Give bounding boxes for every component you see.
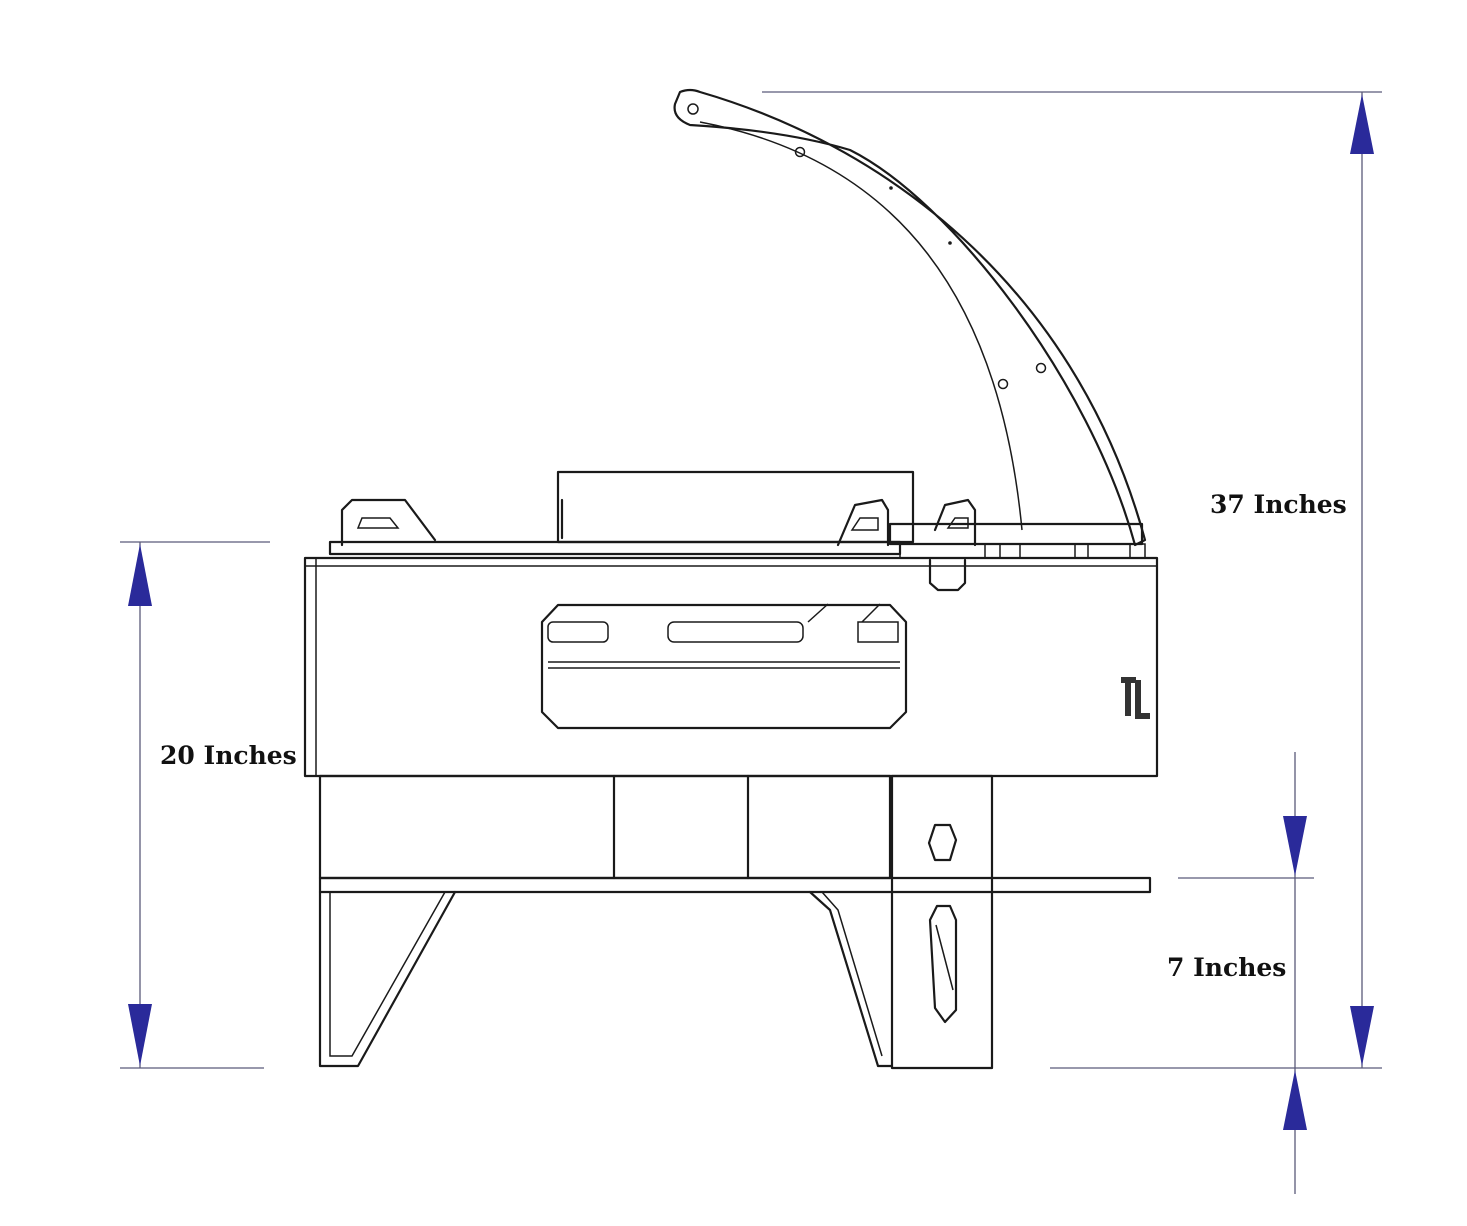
overall-height-label: 37 Inches [1210,490,1347,519]
leg-frame [318,774,1152,1070]
leg-height-label: 7 Inches [1167,953,1286,982]
arrow-down-icon [1283,816,1307,876]
arrow-up-icon [128,544,152,606]
arrow-down-icon [1350,1006,1374,1066]
body-height-label: 20 Inches [160,741,297,770]
arrow-up-icon [1350,94,1374,154]
top-grill [328,470,1146,559]
curved-arm [673,88,1147,547]
arrow-up-icon [1283,1070,1307,1130]
arrow-down-icon [128,1004,152,1066]
dimension-body-height: 20 Inches [120,541,297,1069]
dimension-overall-height: 37 Inches [762,91,1382,1069]
dimension-leg-height: 7 Inches [1167,752,1314,1194]
main-body [303,556,1159,778]
